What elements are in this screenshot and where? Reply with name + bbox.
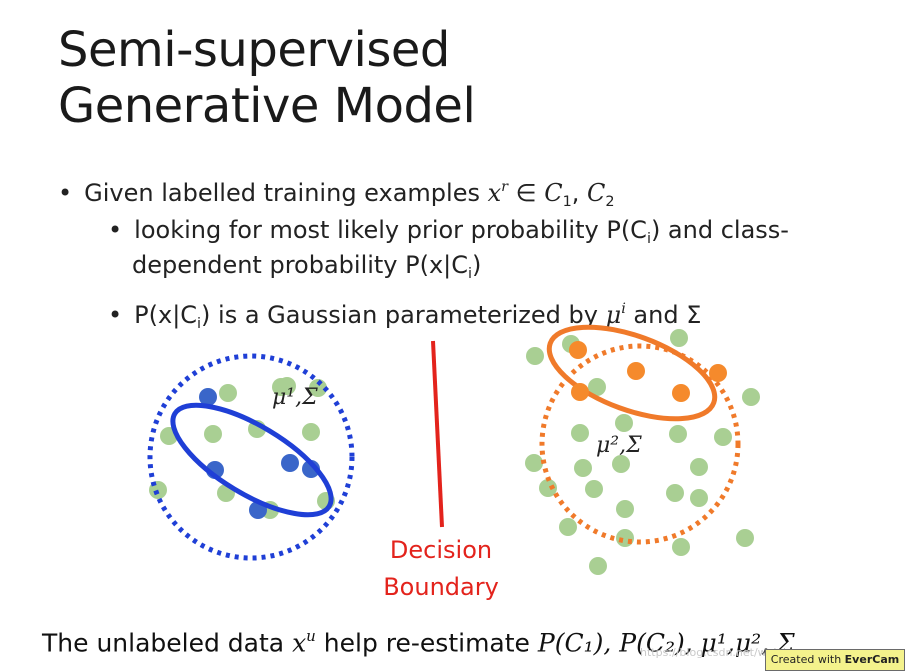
unlabeled-point	[302, 423, 320, 441]
left-class-cluster: μ¹,Σ	[147, 353, 355, 561]
unlabeled-point	[690, 458, 708, 476]
labeled-point-class1	[281, 454, 299, 472]
unlabeled-point	[278, 377, 296, 395]
unlabeled-point	[714, 428, 732, 446]
caption: The unlabeled data xu help re-estimate P…	[42, 627, 795, 658]
bullet-dot: •	[58, 179, 73, 208]
unlabeled-point	[559, 518, 577, 536]
labeled-point-class2	[571, 383, 589, 401]
bullet-3: •P(x|Ci) is a Gaussian parameterized by …	[108, 301, 702, 333]
decision-boundary-line	[431, 340, 444, 528]
unlabeled-point	[571, 424, 589, 442]
unlabeled-point	[690, 489, 708, 507]
decision-boundary-label-2: Boundary	[383, 573, 499, 601]
right-prior-dotted-circle	[539, 343, 741, 545]
unlabeled-point	[616, 500, 634, 518]
bullet-2-cont: dependent probability P(x|Ci)	[132, 251, 482, 283]
right-labeled-points	[569, 341, 727, 402]
labeled-point-class2	[709, 364, 727, 382]
unlabeled-point	[219, 384, 237, 402]
bullet-dot: •	[108, 301, 123, 330]
unlabeled-point	[526, 347, 544, 365]
left-gaussian-label: μ¹,Σ	[272, 385, 318, 410]
bullet-1: •Given labelled training examples xr ∈ C…	[58, 179, 615, 211]
right-gaussian-ellipse	[546, 324, 718, 422]
unlabeled-point	[672, 538, 690, 556]
unlabeled-point	[666, 484, 684, 502]
unlabeled-point	[585, 480, 603, 498]
unlabeled-point	[525, 454, 543, 472]
unlabeled-point	[574, 459, 592, 477]
left-prior-dotted-circle	[147, 353, 355, 561]
labeled-point-class2	[627, 362, 645, 380]
labeled-point-class2	[569, 341, 587, 359]
decision-boundary-label-1: Decision	[390, 536, 492, 564]
unlabeled-point	[736, 529, 754, 547]
unlabeled-point	[616, 529, 634, 547]
title-line-2: Generative Model	[58, 78, 476, 134]
unlabeled-point	[742, 388, 760, 406]
title-line-1: Semi-supervised	[58, 22, 450, 78]
unlabeled-point	[589, 557, 607, 575]
unlabeled-point	[588, 378, 606, 396]
unlabeled-point	[615, 414, 633, 432]
unlabeled-point	[612, 455, 630, 473]
bullet-2: •looking for most likely prior probabili…	[108, 216, 789, 248]
unlabeled-point	[669, 425, 687, 443]
right-class-cluster: μ²,Σ	[525, 324, 760, 575]
left-gaussian-ellipse	[170, 402, 334, 518]
bullet-dot: •	[108, 216, 123, 244]
labeled-point-class2	[672, 384, 690, 402]
labeled-point-class1	[199, 388, 217, 406]
unlabeled-point	[204, 425, 222, 443]
right-gaussian-label: μ²,Σ	[596, 433, 642, 458]
slide-title: Semi-supervised Generative Model	[58, 22, 476, 134]
evercam-badge: Created with EverCam	[765, 649, 905, 671]
left-unlabeled-points	[149, 377, 335, 519]
unlabeled-point	[670, 329, 688, 347]
unlabeled-point	[539, 479, 557, 497]
